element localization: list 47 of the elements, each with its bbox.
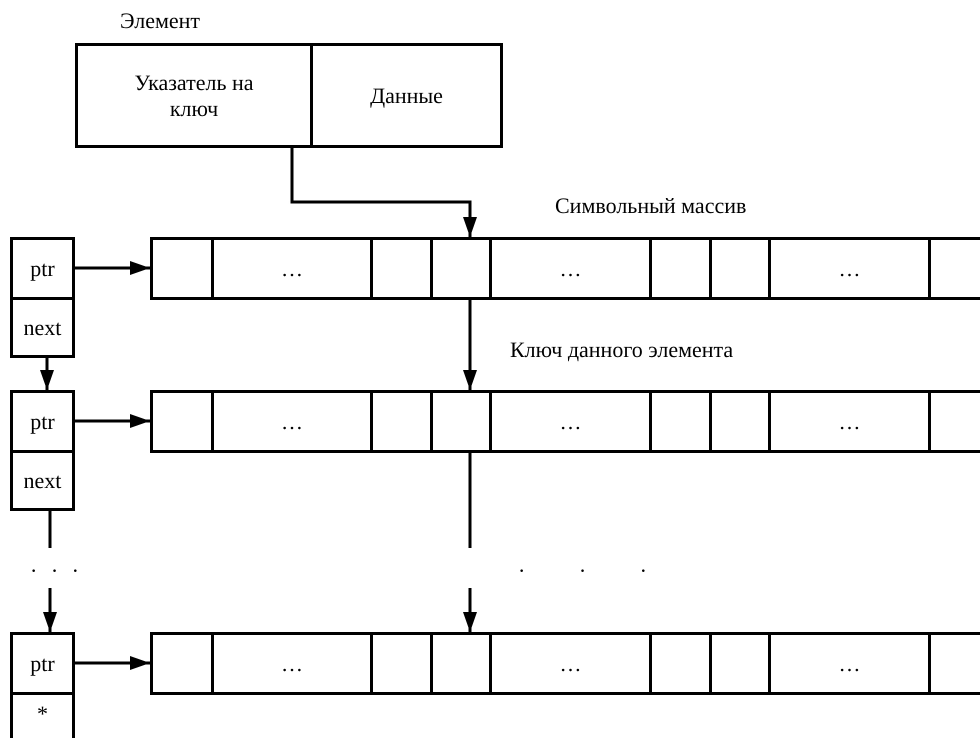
array-cell: … [211, 632, 373, 695]
arrow [463, 588, 477, 632]
array-cell [649, 632, 712, 695]
next-field: next [10, 297, 75, 358]
array-cell [370, 632, 433, 695]
caption: Символьный массив [555, 193, 746, 219]
arrow [40, 358, 54, 390]
array-cell [150, 237, 214, 300]
array-cell [709, 237, 771, 300]
array-cell: … [768, 632, 931, 695]
pointer-field: ptr [10, 390, 75, 453]
element-heading: Элемент [120, 8, 200, 34]
array-cell: … [768, 390, 931, 453]
array-cell: … [211, 237, 373, 300]
arrow [290, 148, 477, 237]
array-cell [649, 237, 712, 300]
arrow [43, 588, 57, 632]
array-cell: … [489, 237, 652, 300]
array-cell [430, 390, 492, 453]
array-cell [150, 390, 214, 453]
arrow [75, 656, 150, 670]
pointer-field: ptr [10, 237, 75, 300]
connector-line [468, 453, 472, 548]
caption: Ключ данного элемента [510, 337, 734, 363]
next-field: next [10, 450, 75, 511]
arrow [75, 261, 150, 275]
array-cell: … [211, 390, 373, 453]
array-cell [709, 390, 771, 453]
array-cell [709, 632, 771, 695]
key-pointer-field: Указатель на ключ [75, 43, 313, 148]
pointer-field: ptr [10, 632, 75, 695]
arrow [75, 414, 150, 428]
arrow [463, 300, 477, 390]
array-cell [370, 390, 433, 453]
array-cell [649, 390, 712, 453]
array-cell [430, 632, 492, 695]
array-cell [430, 237, 492, 300]
array-cell: … [489, 390, 652, 453]
array-cell: … [768, 237, 931, 300]
connector-line [48, 511, 52, 548]
array-cell [150, 632, 214, 695]
ellipsis: · · · [518, 558, 671, 584]
array-cell: … [489, 632, 652, 695]
next-field: * [10, 692, 75, 738]
ellipsis: · · · [30, 558, 83, 584]
data-field: Данные [310, 43, 503, 148]
array-cell [370, 237, 433, 300]
